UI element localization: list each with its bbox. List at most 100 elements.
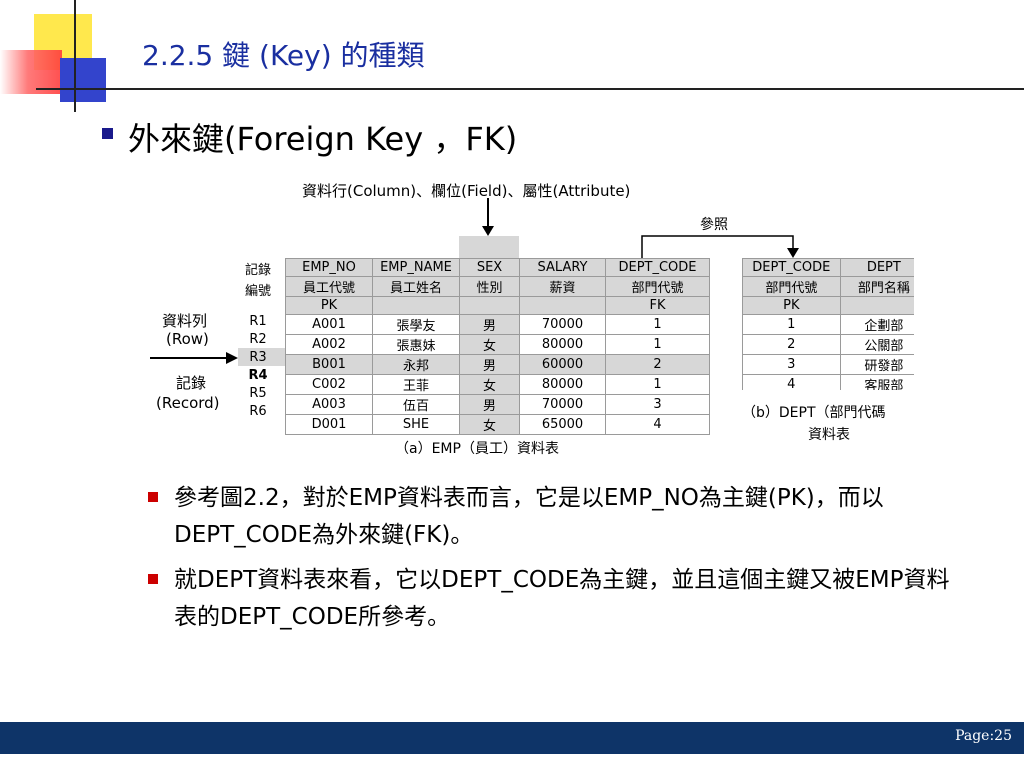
- emp-cell: A001: [285, 314, 373, 335]
- emp-subheader: 薪資: [519, 276, 606, 297]
- record-id: R3: [249, 350, 267, 365]
- dept-key: [839, 296, 914, 315]
- emp-cell: 4: [605, 414, 710, 435]
- dept-cell: 客服部: [839, 374, 914, 390]
- emp-cell: 女: [459, 374, 520, 395]
- emp-key: FK: [605, 296, 710, 315]
- emp-header: DEPT_CODE: [605, 258, 710, 277]
- emp-cell: 80000: [519, 334, 606, 355]
- row-label-2: (Row): [166, 330, 209, 348]
- emp-table: EMP_NO EMP_NAME SEX SALARY DEPT_CODE 員工代…: [285, 258, 710, 435]
- emp-cell: 3: [605, 394, 710, 415]
- emp-cell: 1: [605, 314, 710, 335]
- record-label-1: 記錄: [176, 374, 207, 392]
- emp-cell: SHE: [372, 414, 460, 435]
- dept-caption-2: 資料表: [808, 427, 850, 443]
- bullet-emp-keys: 參考圖2.2，對於EMP資料表而言，它是以EMP_NO為主鍵(PK)，而以DEP…: [174, 485, 884, 548]
- emp-cell: 伍百: [372, 394, 460, 415]
- emp-cell: C002: [285, 374, 373, 395]
- record-no-label-1: 記錄: [244, 263, 271, 278]
- bullet-dept-keys: 就DEPT資料表來看，它以DEPT_CODE為主鍵，並且這個主鍵又被EMP資料表…: [174, 567, 950, 630]
- emp-cell: 60000: [519, 354, 606, 375]
- slide-title: 2.2.5 鍵 (Key) 的種類: [142, 39, 425, 72]
- emp-cell: 1: [605, 374, 710, 395]
- reference-label: 參照: [700, 217, 728, 233]
- emp-key: [372, 296, 460, 315]
- emp-cell: A003: [285, 394, 373, 415]
- column-arrow-icon: [482, 198, 494, 236]
- record-id: R1: [249, 314, 267, 329]
- dept-key: PK: [742, 296, 841, 315]
- footer-bar: Page:25: [0, 722, 1024, 754]
- emp-key: [459, 296, 520, 315]
- record-id: R6: [249, 404, 267, 419]
- row-label-1: 資料列: [162, 312, 208, 330]
- emp-cell: A002: [285, 334, 373, 355]
- emp-header: SEX: [459, 258, 520, 277]
- column-label: 資料行(Column)、欄位(Field)、屬性(Attribute): [302, 182, 631, 200]
- emp-key: PK: [285, 296, 373, 315]
- emp-subheader: 員工代號: [285, 276, 373, 297]
- dept-cell: 公關部: [839, 334, 914, 355]
- sex-column-shade: [459, 236, 519, 258]
- deco-blue-square: [60, 58, 106, 102]
- dept-cell: 研發部: [839, 354, 914, 375]
- record-id: R5: [249, 386, 267, 401]
- emp-cell: 女: [459, 334, 520, 355]
- dept-cell: 企劃部: [839, 314, 914, 335]
- record-label-2: (Record): [156, 394, 220, 412]
- deco-vertical-line: [74, 0, 76, 112]
- bullet-square-icon: [148, 492, 158, 502]
- dept-cell: 3: [742, 354, 841, 375]
- emp-cell: 女: [459, 414, 520, 435]
- deco-red-square: [0, 50, 62, 94]
- emp-key: [519, 296, 606, 315]
- emp-header: EMP_NAME: [372, 258, 460, 277]
- emp-cell: 王菲: [372, 374, 460, 395]
- dept-subheader: 部門代號: [742, 276, 841, 297]
- dept-cell: 2: [742, 334, 841, 355]
- emp-cell: 男: [459, 314, 520, 335]
- emp-cell: B001: [285, 354, 373, 375]
- row-arrow-icon: [150, 352, 238, 364]
- emp-cell: 男: [459, 394, 520, 415]
- emp-cell: 70000: [519, 314, 606, 335]
- dept-caption-1: （b）DEPT（部門代碼: [742, 405, 886, 421]
- dept-header: DEPT: [839, 258, 914, 277]
- emp-cell: 80000: [519, 374, 606, 395]
- emp-cell: 2: [605, 354, 710, 375]
- emp-cell: 70000: [519, 394, 606, 415]
- bullet-foreign-key: 外來鍵(Foreign Key ，FK): [128, 120, 518, 158]
- dept-cell: 4: [742, 374, 841, 390]
- emp-header: SALARY: [519, 258, 606, 277]
- record-no-label-2: 編號: [244, 284, 271, 299]
- emp-cell: 男: [459, 354, 520, 375]
- emp-subheader: 部門代號: [605, 276, 710, 297]
- emp-cell: 張學友: [372, 314, 460, 335]
- emp-cell: 1: [605, 334, 710, 355]
- record-id: R2: [249, 332, 267, 347]
- reference-arrow-icon: [641, 235, 799, 258]
- emp-caption: （a）EMP（員工）資料表: [395, 441, 559, 457]
- bullet-square-icon: [148, 574, 158, 584]
- emp-subheader: 員工姓名: [372, 276, 460, 297]
- page-number: Page:25: [955, 728, 1012, 744]
- record-id: R4: [248, 368, 268, 383]
- emp-header: EMP_NO: [285, 258, 373, 277]
- title-underline: [36, 88, 1024, 90]
- emp-subheader: 性別: [459, 276, 520, 297]
- dept-cell: 1: [742, 314, 841, 335]
- emp-cell: D001: [285, 414, 373, 435]
- bullet-square-icon: [102, 128, 113, 139]
